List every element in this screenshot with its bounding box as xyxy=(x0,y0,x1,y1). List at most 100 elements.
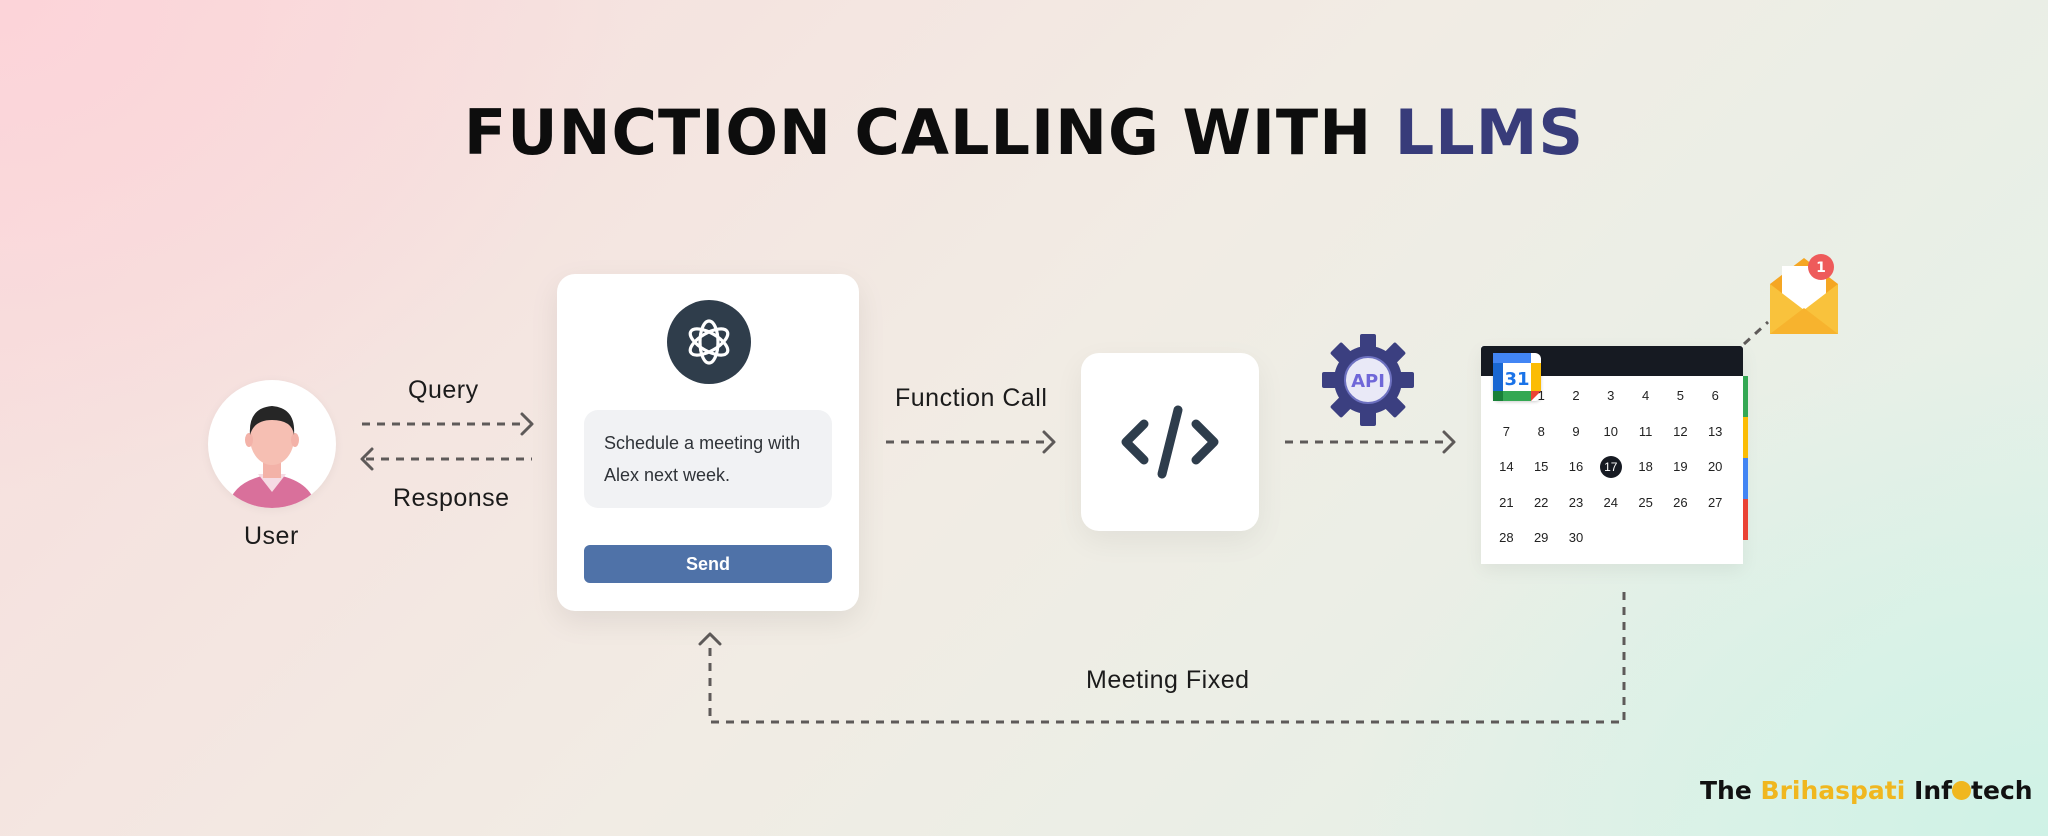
calendar-day-number: 7 xyxy=(1502,423,1511,439)
user-label: User xyxy=(244,522,299,550)
api-label: API xyxy=(1351,371,1385,392)
calendar-day[interactable]: 7 xyxy=(1489,414,1524,450)
query-arrowhead xyxy=(520,412,534,436)
function-call-arrowhead xyxy=(1042,430,1056,454)
calendar-day[interactable]: 13 xyxy=(1698,414,1733,450)
calendar-day[interactable]: 20 xyxy=(1698,449,1733,485)
calendar-day-number: 10 xyxy=(1603,423,1619,439)
meeting-fixed-arrow-line xyxy=(708,592,1626,724)
calendar-day[interactable]: 23 xyxy=(1559,485,1594,521)
calendar-day[interactable]: 6 xyxy=(1698,378,1733,414)
calendar-day-number: 14 xyxy=(1499,459,1514,475)
calendar-day[interactable]: 11 xyxy=(1628,414,1663,450)
calendar-day-number: 26 xyxy=(1673,494,1688,510)
chat-message: Schedule a meeting with Alex next week. xyxy=(584,410,832,508)
calendar-day-number: 17 xyxy=(1599,455,1622,478)
google-calendar-icon: 31 xyxy=(1493,353,1541,401)
brand-accent: Brihaspati xyxy=(1760,776,1906,805)
user-avatar xyxy=(208,380,336,508)
mail-connector-line xyxy=(1742,320,1770,346)
query-label: Query xyxy=(408,376,479,404)
calendar-day-number: 30 xyxy=(1568,530,1584,546)
function-call-label: Function Call xyxy=(895,384,1048,412)
calendar-day[interactable]: 19 xyxy=(1663,449,1698,485)
title-main: FUNCTION CALLING WITH xyxy=(463,96,1373,169)
calendar-day-number: 22 xyxy=(1533,494,1549,510)
calendar-day[interactable]: 22 xyxy=(1524,485,1559,521)
calendar-day-number: 15 xyxy=(1533,459,1549,475)
calendar-day[interactable]: 26 xyxy=(1663,485,1698,521)
calendar-day-number: 2 xyxy=(1572,388,1580,404)
calendar-day[interactable]: 1 xyxy=(1524,378,1559,414)
code-card xyxy=(1081,353,1259,531)
calendar-day-number: 27 xyxy=(1707,494,1723,510)
meeting-fixed-arrowhead xyxy=(698,632,722,646)
calendar-day[interactable]: 17 xyxy=(1593,449,1628,485)
calendar-day[interactable]: 12 xyxy=(1663,414,1698,450)
calendar-day-number: 16 xyxy=(1568,459,1584,475)
openai-logo-icon xyxy=(667,300,751,384)
calendar-day-number: 3 xyxy=(1607,388,1615,404)
calendar-day[interactable]: 25 xyxy=(1628,485,1663,521)
user-avatar-icon xyxy=(228,406,316,508)
response-label: Response xyxy=(393,484,510,512)
calendar-day xyxy=(1489,378,1524,414)
calendar-day[interactable]: 15 xyxy=(1524,449,1559,485)
brand-rest-pre: Inf xyxy=(1914,776,1953,805)
calendar-day-number: 11 xyxy=(1638,423,1653,439)
api-gear-icon: API xyxy=(1322,334,1414,426)
brand-the: The xyxy=(1700,776,1752,805)
calendar-day[interactable]: 29 xyxy=(1524,520,1559,556)
calendar-day[interactable]: 30 xyxy=(1559,520,1594,556)
calendar-day[interactable]: 21 xyxy=(1489,485,1524,521)
calendar-day-number: 5 xyxy=(1676,388,1684,404)
calendar-day-number: 9 xyxy=(1572,423,1580,439)
calendar-day-number: 6 xyxy=(1711,388,1719,404)
calendar-day[interactable]: 2 xyxy=(1559,378,1594,414)
calendar-day-number: 25 xyxy=(1638,494,1653,510)
calendar-day[interactable]: 3 xyxy=(1593,378,1628,414)
calendar-icon-label: 31 xyxy=(1504,369,1529,390)
calendar-day-number: 23 xyxy=(1568,494,1584,510)
calendar-day-number: 8 xyxy=(1537,423,1545,439)
calendar-day-number: 4 xyxy=(1641,388,1650,404)
calendar-day[interactable]: 5 xyxy=(1663,378,1698,414)
calendar-day[interactable]: 27 xyxy=(1698,485,1733,521)
calendar-day[interactable]: 16 xyxy=(1559,449,1594,485)
calendar-day[interactable]: 18 xyxy=(1628,449,1663,485)
calendar-day[interactable]: 9 xyxy=(1559,414,1594,450)
response-arrowhead xyxy=(360,447,374,471)
calendar-day-number: 12 xyxy=(1673,423,1688,439)
calendar-day-number: 13 xyxy=(1707,423,1723,439)
calendar-day[interactable]: 14 xyxy=(1489,449,1524,485)
calendar-day[interactable]: 24 xyxy=(1593,485,1628,521)
brand-globe-icon xyxy=(1952,781,1972,800)
calendar-day-number: 20 xyxy=(1707,459,1723,475)
page-title: FUNCTION CALLING WITH LLMS xyxy=(0,96,2048,169)
mail-badge: 1 xyxy=(1816,260,1826,276)
title-accent: LLMS xyxy=(1394,96,1585,169)
calendar-day[interactable]: 28 xyxy=(1489,520,1524,556)
meeting-fixed-label: Meeting Fixed xyxy=(1086,666,1250,694)
calendar-day-number: 18 xyxy=(1638,459,1653,475)
brand-rest-post: tech xyxy=(1971,776,2033,805)
mail-icon: 1 xyxy=(1766,252,1842,336)
chat-card: Schedule a meeting with Alex next week. … xyxy=(557,274,859,611)
calendar-day-number: 24 xyxy=(1603,494,1619,510)
calendar-day-number: 19 xyxy=(1673,459,1688,475)
calendar-day[interactable]: 10 xyxy=(1593,414,1628,450)
send-button[interactable]: Send xyxy=(584,545,832,583)
calendar-day[interactable]: 4 xyxy=(1628,378,1663,414)
api-arrowhead xyxy=(1442,430,1456,454)
code-icon xyxy=(1121,405,1219,479)
calendar-day-number: 28 xyxy=(1499,530,1514,546)
calendar-day-number: 1 xyxy=(1537,388,1545,404)
calendar-color-stripes xyxy=(1743,376,1748,540)
calendar-day-number: 21 xyxy=(1499,494,1514,510)
calendar-day[interactable]: 8 xyxy=(1524,414,1559,450)
calendar-day-number: 29 xyxy=(1533,530,1549,546)
